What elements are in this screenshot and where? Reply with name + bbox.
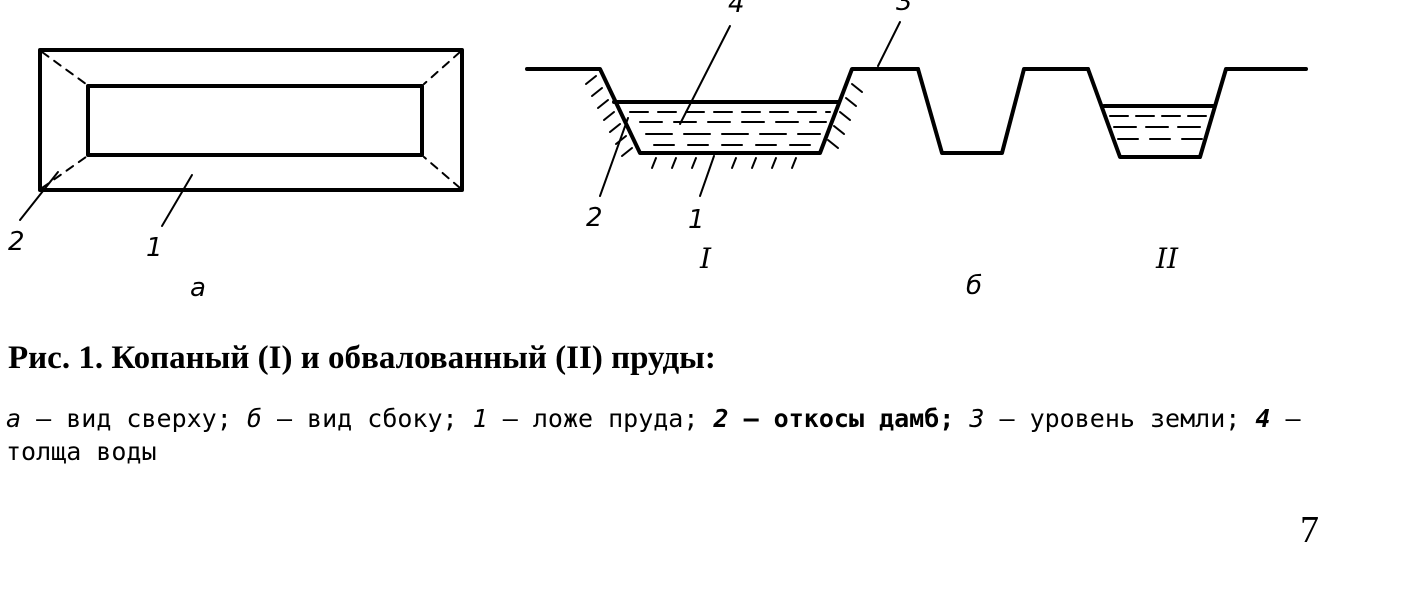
- label-water: 4: [728, 0, 745, 19]
- top-view-outer-rect: [38, 48, 464, 192]
- pond-diagram: 2 1 а: [8, 0, 1308, 303]
- leader-bed-side: [699, 155, 715, 197]
- label-pond-embanked: II: [1155, 242, 1179, 275]
- legend-key-4: 4: [1255, 404, 1271, 433]
- legend-key-1: 1: [472, 404, 488, 433]
- legend-text-b: — вид сбоку;: [261, 404, 473, 433]
- dug-pond-soil-hatching: [585, 75, 863, 169]
- legend-text-4: — толща воды: [6, 404, 1301, 466]
- label-bed-top: 1: [146, 233, 163, 263]
- sublabel-top-view: а: [190, 273, 206, 303]
- figure-caption-title: Рис. 1. Копаный (I) и обвалованный (II) …: [8, 340, 716, 376]
- label-bed-side: 1: [688, 205, 705, 235]
- legend-text-2: — откосы дамб;: [728, 404, 970, 433]
- legend-key-b: б: [246, 404, 262, 433]
- legend-text-a: — вид сверху;: [21, 404, 247, 433]
- top-view-corner-dashes: [41, 51, 461, 189]
- leader-slopes-side: [599, 117, 629, 197]
- label-ground: 3: [896, 0, 913, 17]
- middle-trench-profile: [916, 67, 1090, 155]
- dug-pond-profile: [525, 67, 920, 155]
- top-view: 2 1 а: [8, 48, 464, 303]
- leader-slopes-top: [19, 171, 59, 221]
- label-slopes-top: 2: [8, 227, 25, 257]
- legend-key-a: а: [6, 404, 22, 433]
- figure-legend: а — вид сверху; б — вид сбоку; 1 — ложе …: [6, 402, 1316, 468]
- dug-pond: [525, 67, 920, 169]
- embanked-pond: [1086, 67, 1308, 159]
- side-view: 4 3 2 1 I II б: [525, 0, 1308, 301]
- top-view-inner-rect: [86, 84, 424, 157]
- legend-text-1: — ложе пруда;: [487, 404, 714, 433]
- leader-ground: [877, 21, 901, 67]
- legend-text-3: — уровень земли;: [984, 404, 1256, 433]
- leader-water: [679, 25, 731, 125]
- embanked-pond-water-dashes: [1109, 115, 1211, 140]
- legend-key-2: 2: [713, 404, 729, 433]
- legend-key-3: 3: [969, 404, 985, 433]
- sublabel-side-view: б: [966, 271, 982, 301]
- label-pond-dug: I: [699, 242, 712, 275]
- dug-pond-water-dashes: [629, 111, 831, 146]
- leader-bed-top: [161, 174, 193, 227]
- label-slopes-side: 2: [586, 203, 603, 233]
- page-number: 7: [1300, 509, 1319, 551]
- embanked-pond-profile: [1086, 67, 1308, 159]
